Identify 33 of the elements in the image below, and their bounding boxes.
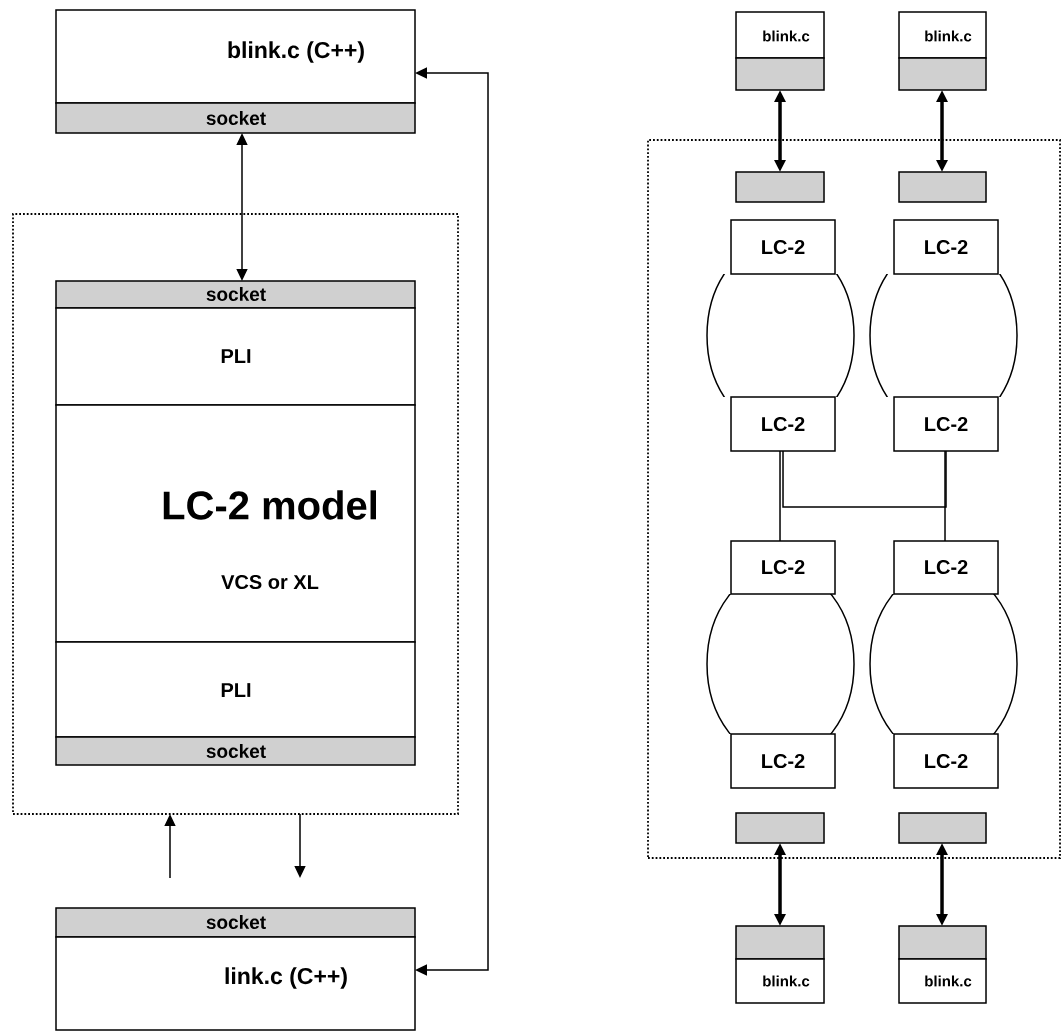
processor-box: LC-2 [730,540,836,595]
processor-box: LC-2 [893,540,999,595]
socket-bar [898,812,987,844]
processor-box: LC-2 [730,396,836,452]
socket-bar: socket [55,736,416,766]
program-box: blink.c [735,958,825,1004]
socket-bar [898,57,987,91]
interface-layer: PLI [55,641,416,738]
program-box: blink.c [898,11,987,59]
socket-bar [735,925,825,960]
processor-box: LC-2 [730,219,836,275]
socket-bar [735,171,825,203]
connector-line [782,450,947,508]
processor-box: LC-2 [893,733,999,789]
socket-bar: socket [55,907,416,938]
connector-line [944,450,946,542]
processor-box: LC-2 [893,396,999,452]
processor-box: LC-2 [893,219,999,275]
processor-box: LC-2 [730,733,836,789]
socket-bar [898,171,987,203]
dotted-frame [12,213,459,815]
program-box: blink.c [735,11,825,59]
socket-bar: socket [55,102,416,134]
socket-bar: socket [55,280,416,309]
program-box: link.c (C++) [55,936,416,1031]
socket-bar [735,812,825,844]
program-box: blink.c [898,958,987,1004]
socket-bar [898,925,987,960]
connector-line [779,450,781,542]
dotted-frame [647,139,1061,859]
socket-bar [735,57,825,91]
interface-layer: PLI [55,307,416,406]
program-box: blink.c (C++) [55,9,416,104]
